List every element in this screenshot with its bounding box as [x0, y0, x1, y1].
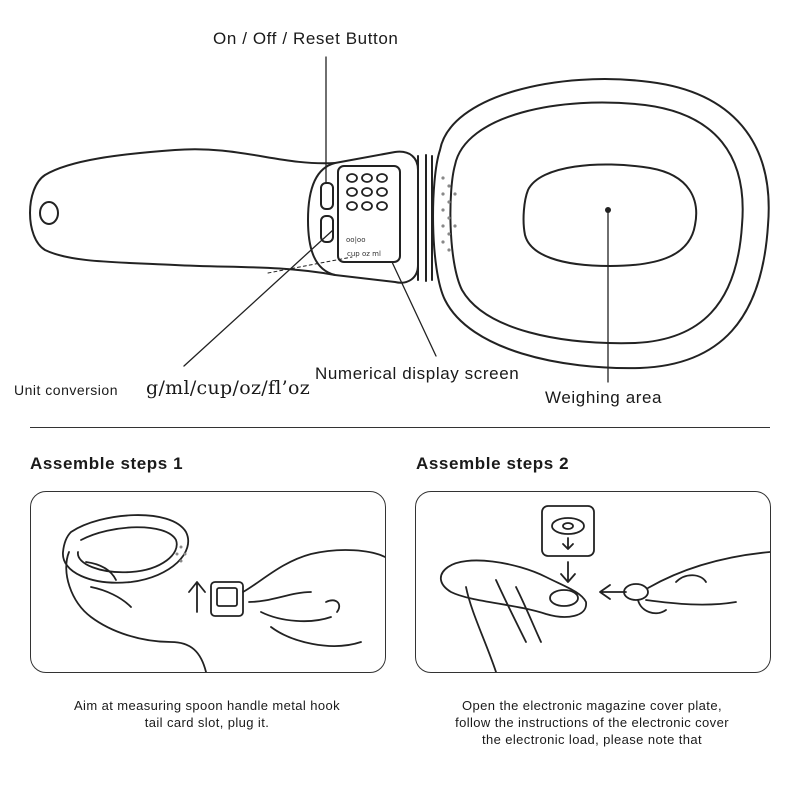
screen-unit-glyphs: oo|oo cup oz ml — [346, 236, 381, 258]
svg-text:oo|oo: oo|oo — [346, 236, 366, 244]
leader-display — [391, 261, 437, 357]
step2-title: Assemble steps 2 — [416, 454, 570, 473]
step1-caption-line: tail card slot, plug it. — [144, 715, 270, 730]
step1-illustration — [62, 514, 385, 672]
step1-caption-line: Aim at measuring spoon handle metal hook — [73, 698, 341, 713]
step2-illustration — [439, 505, 770, 672]
step1-illustration-panel — [30, 491, 386, 673]
display-screen — [337, 165, 401, 263]
hanging-hole — [39, 201, 59, 225]
svg-text:cup oz ml: cup oz ml — [347, 250, 381, 258]
step2-caption-line: the electronic load, please note that — [481, 732, 703, 747]
label-reset-button: On / Off / Reset Button — [213, 29, 399, 48]
section-divider — [30, 427, 770, 428]
step2-caption: Open the electronic magazine cover plate… — [415, 697, 769, 748]
display-housing — [307, 150, 419, 284]
step2-illustration-panel — [415, 491, 771, 673]
bowl-inner — [449, 101, 744, 345]
step1-title: Assemble steps 1 — [30, 454, 184, 473]
spoon-handle — [29, 148, 336, 276]
grip-dots — [441, 176, 457, 252]
unit-button — [320, 215, 334, 243]
label-unit-list: g/ml/cup/oz/fl’oz — [146, 377, 311, 399]
measuring-spoon-diagram: oo|oo cup oz ml — [29, 56, 770, 383]
step2-caption-line: follow the instructions of the electroni… — [455, 715, 729, 730]
leader-unit — [183, 229, 334, 367]
step1-caption: Aim at measuring spoon handle metal hook… — [30, 697, 384, 731]
bowl-outer — [432, 78, 770, 370]
step2-caption-line: Open the electronic magazine cover plate… — [462, 698, 722, 713]
label-unit-conversion: Unit conversion — [14, 382, 118, 398]
label-display-screen: Numerical display screen — [315, 364, 520, 383]
label-weighing-area: Weighing area — [545, 388, 663, 407]
power-button — [320, 182, 334, 210]
weighing-pad — [522, 163, 698, 267]
